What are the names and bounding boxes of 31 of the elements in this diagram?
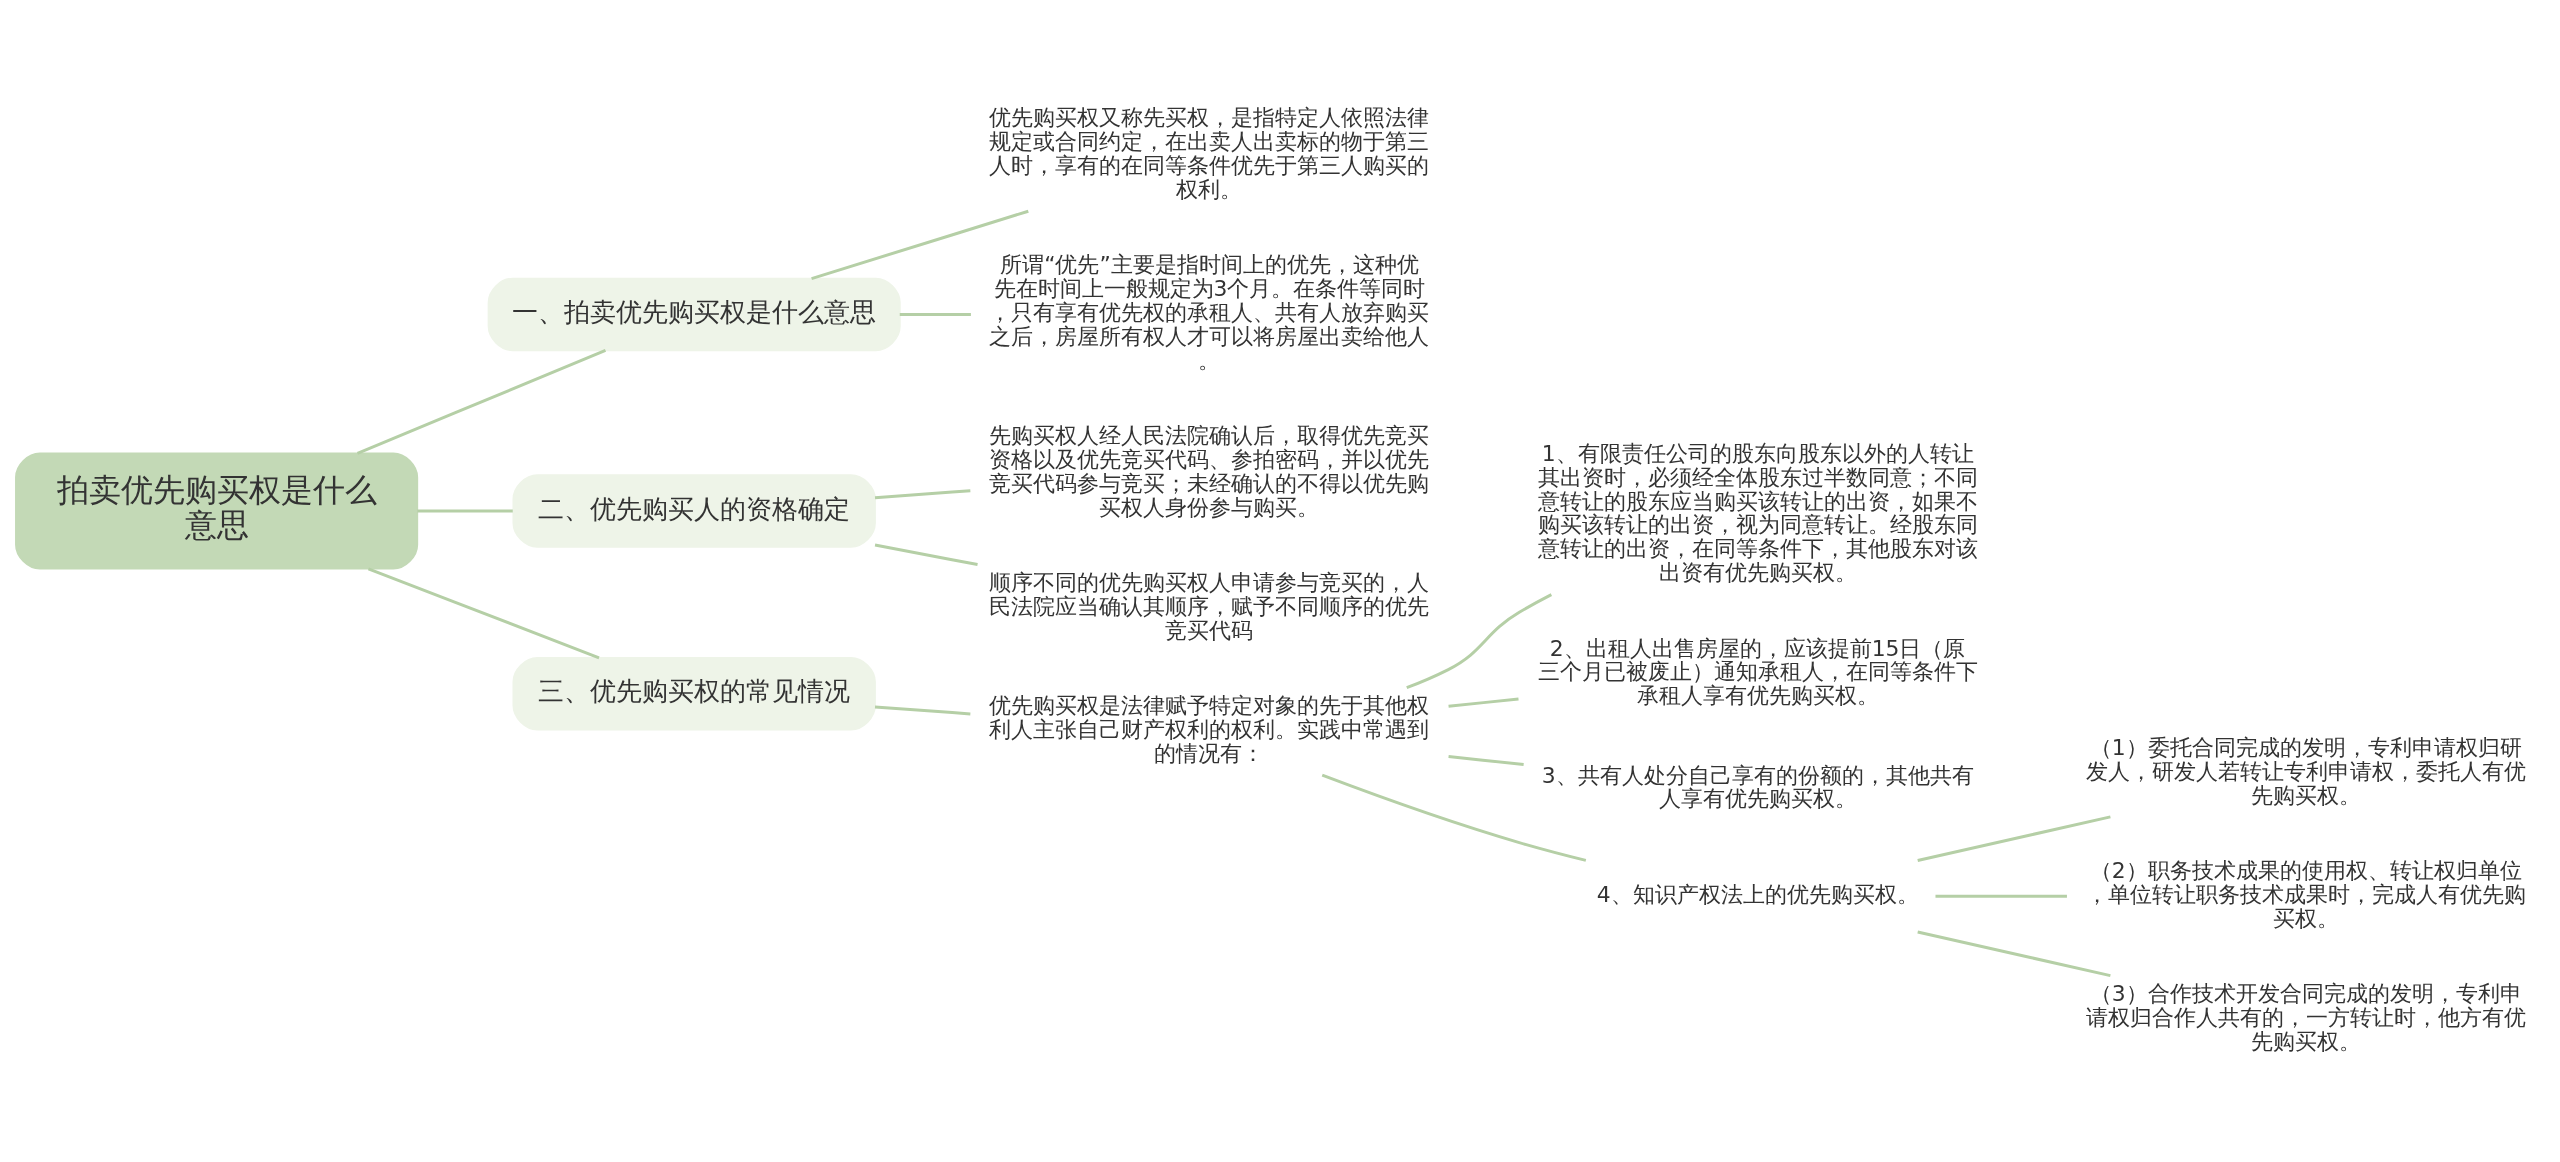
node-text: 2、出租人出售房屋的，应该提前15日（原三个月已被废止）通知承租人，在同等条件下承租人享有优先购买权。 <box>1537 635 1978 708</box>
connector <box>874 488 971 499</box>
connector <box>1321 773 1587 862</box>
node-text: 所谓“优先”主要是指时间上的优先，这种优先在时间上一般规定为3个月。在条件等同时，只有享有优先权的承租人、共有人放弃购买之后，房屋所有权人才可以将房屋出卖给他人。 <box>989 251 1430 373</box>
connector <box>1406 592 1553 689</box>
connector <box>356 348 607 455</box>
node-box: 二、优先购买人的资格确定 <box>512 473 876 548</box>
connector <box>811 209 1029 280</box>
node-text: 优先购买权是法律赋予特定对象的先于其他权利人主张自己财产权利的权利。实践中常遇到的情况有： <box>989 692 1430 766</box>
node-text: （3）合作技术开发合同完成的发明，专利申请权归合作人共有的，一方转让时，他方有优先购买权。 <box>2085 980 2526 1054</box>
node-text: 3、共有人处分自己享有的份额的，其他共有人享有优先购买权。 <box>1541 762 1974 811</box>
connector <box>1917 814 2111 862</box>
node-text: 先购买权人经人民法院确认后，取得优先竞买资格以及优先竞买代码、参拍密码，并以优先竞买代码参与竞买；未经确认的不得以优先购买权人身份参与购买。 <box>989 422 1430 520</box>
node-box: 拍卖优先购买权是什么意思 <box>15 451 419 570</box>
connector <box>367 566 600 659</box>
node-box: 三、优先购买权的常见情况 <box>512 656 876 730</box>
node-text: （1）委托合同完成的发明，专利申请权归研发人，研发人若转让专利申请权，委托人有优先购买权。 <box>2085 734 2526 808</box>
connector <box>1917 930 2111 977</box>
connector <box>874 704 971 715</box>
node-box: 一、拍卖优先购买权是什么意思 <box>487 277 901 351</box>
node-text: 优先购买权又称先买权，是指特定人依照法律规定或合同约定，在出卖人出卖标的物于第三人时，享有的在同等条件优先于第三人购买的权利。 <box>989 104 1430 202</box>
node-text: 1、有限责任公司的股东向股东以外的人转让其出资时，必须经全体股东过半数同意；不同意转让的股东应当购买该转让的出资，如果不购买该转让的出资，视为同意转让。经股东同意转让的出资，在同等条件下，其他股东对该出资有优先购买权。 <box>1537 440 1978 585</box>
connector <box>874 543 978 566</box>
connector <box>899 312 971 316</box>
connector <box>1935 894 2067 898</box>
node-text: 顺序不同的优先购买权人申请参与竞买的，人民法院应当确认其顺序，赋予不同顺序的优先竞买代码 <box>989 569 1430 643</box>
node-text: 4、知识产权法上的优先购买权。 <box>1596 881 1919 907</box>
connector <box>1448 754 1524 766</box>
connector <box>417 509 513 512</box>
connector <box>1448 696 1519 708</box>
node-text: （2）职务技术成果的使用权、转让权归单位，单位转让职务技术成果时，完成人有优先购买权。 <box>2085 857 2526 931</box>
